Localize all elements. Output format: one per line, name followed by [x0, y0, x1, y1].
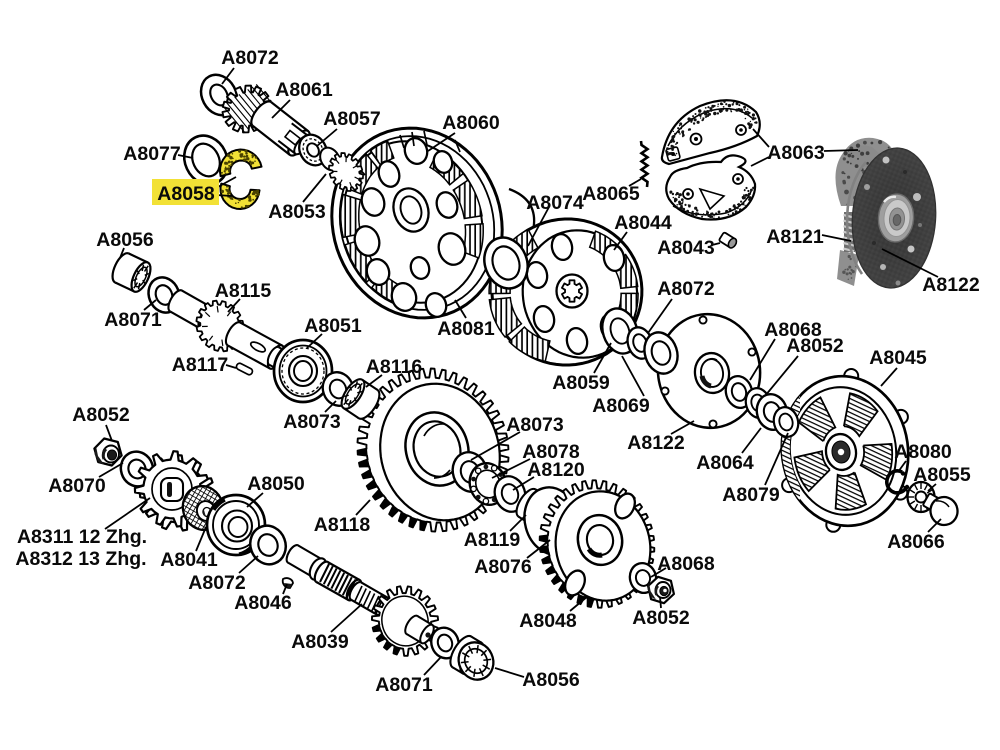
svg-text:A8063: A8063	[767, 142, 825, 164]
svg-text:A8122: A8122	[627, 432, 685, 454]
svg-text:A8073: A8073	[506, 414, 564, 436]
svg-text:A8120: A8120	[527, 459, 585, 481]
svg-text:A8046: A8046	[234, 592, 292, 614]
svg-text:A8041: A8041	[160, 549, 218, 571]
svg-text:A8052: A8052	[632, 607, 690, 629]
svg-text:A8072: A8072	[221, 47, 279, 69]
svg-text:A8117: A8117	[172, 354, 228, 376]
svg-text:A8048: A8048	[519, 610, 577, 632]
svg-text:A8069: A8069	[592, 395, 650, 417]
svg-text:A8068: A8068	[657, 553, 715, 575]
svg-text:A8115: A8115	[215, 280, 272, 302]
svg-text:A8052: A8052	[72, 404, 130, 426]
svg-text:A8122: A8122	[922, 274, 980, 296]
svg-text:A8051: A8051	[304, 315, 362, 337]
svg-text:A8078: A8078	[522, 441, 580, 463]
svg-text:A8066: A8066	[887, 531, 945, 553]
svg-text:A8071: A8071	[375, 674, 433, 696]
svg-text:A8058: A8058	[157, 183, 215, 205]
svg-text:A8057: A8057	[323, 108, 380, 130]
svg-text:A8074: A8074	[526, 192, 584, 214]
svg-text:A8080: A8080	[894, 441, 952, 463]
svg-text:A8076: A8076	[474, 556, 532, 578]
svg-text:A8045: A8045	[869, 347, 927, 369]
svg-text:A8053: A8053	[268, 201, 326, 223]
svg-text:A8050: A8050	[247, 473, 305, 495]
svg-text:A8052: A8052	[786, 335, 844, 357]
svg-text:A8061: A8061	[275, 79, 333, 101]
svg-text:A8059: A8059	[552, 372, 610, 394]
svg-text:A8044: A8044	[614, 212, 672, 234]
svg-text:A8073: A8073	[283, 411, 341, 433]
svg-text:A8068: A8068	[764, 319, 822, 341]
svg-text:A8072: A8072	[188, 572, 246, 594]
svg-text:A8079: A8079	[722, 484, 780, 506]
svg-text:A8039: A8039	[291, 631, 349, 653]
svg-text:A8121: A8121	[766, 226, 824, 248]
svg-text:A8118: A8118	[314, 514, 371, 536]
svg-text:A8072: A8072	[657, 278, 715, 300]
svg-text:A8077: A8077	[123, 143, 180, 165]
svg-text:A8311 12 Zhg.: A8311 12 Zhg.	[17, 526, 147, 548]
svg-text:A8056: A8056	[522, 669, 580, 691]
svg-text:A8064: A8064	[696, 452, 754, 474]
svg-text:A8056: A8056	[96, 229, 154, 251]
svg-text:A8081: A8081	[437, 318, 495, 340]
svg-text:A8119: A8119	[464, 529, 521, 551]
svg-text:A8055: A8055	[913, 464, 971, 486]
svg-text:A8065: A8065	[582, 183, 640, 205]
svg-text:A8043: A8043	[657, 237, 715, 259]
svg-text:A8060: A8060	[442, 112, 500, 134]
svg-text:A8070: A8070	[48, 475, 106, 497]
svg-text:A8312 13 Zhg.: A8312 13 Zhg.	[15, 548, 146, 570]
svg-text:A8116: A8116	[366, 356, 423, 378]
svg-text:A8071: A8071	[104, 309, 162, 331]
